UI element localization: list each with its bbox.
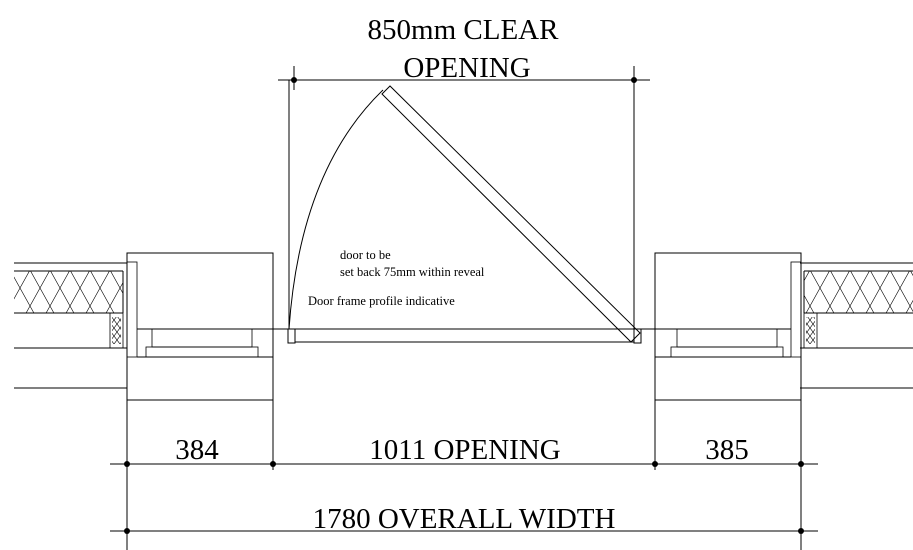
right-wall-insulation [804, 271, 913, 313]
setback-note-line1: door to be [340, 248, 391, 262]
door-leaf [381, 85, 641, 343]
right-jamb [654, 252, 802, 401]
overall-width-label: 1780 OVERALL WIDTH [313, 503, 616, 535]
setback-note-line2: set back 75mm within reveal [340, 265, 485, 279]
left-reveal-dimension: 384 [175, 434, 219, 466]
left-wall-insulation [14, 271, 123, 313]
right-wall-seal [806, 317, 815, 344]
opening-dimension-label: 1011 OPENING [369, 434, 561, 466]
frame-note: Door frame profile indicative [308, 294, 455, 308]
overall-dimension [110, 528, 818, 534]
door-frame [273, 80, 655, 344]
left-wall [14, 262, 127, 389]
right-wall [800, 262, 913, 389]
left-jamb [126, 252, 274, 401]
door-swing-arc [288, 89, 384, 330]
clear-opening-line1: 850mm CLEAR [368, 14, 560, 46]
opening-dimension [110, 400, 818, 550]
right-reveal-dimension: 385 [705, 434, 749, 466]
clear-opening-line2: OPENING [403, 52, 530, 84]
left-wall-seal [112, 317, 121, 344]
clear-opening-dimension [278, 66, 650, 90]
